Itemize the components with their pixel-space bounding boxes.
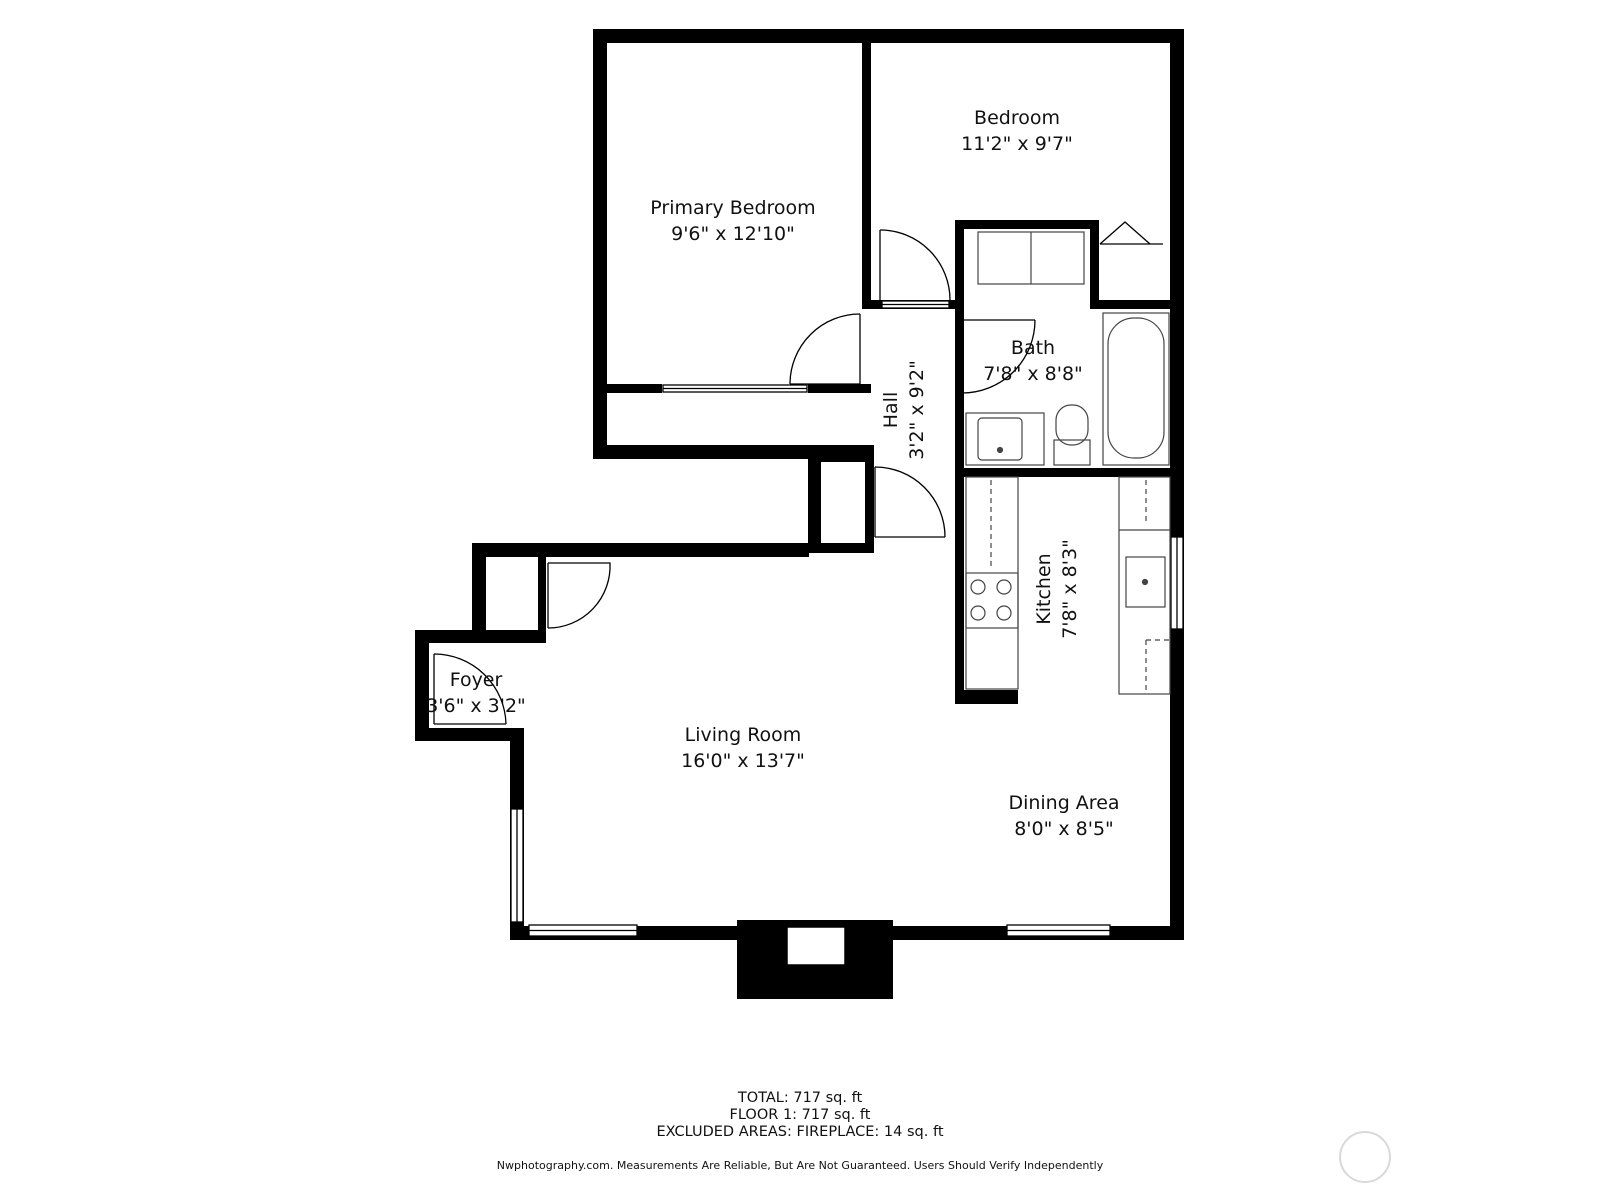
kitchen-sink xyxy=(1125,556,1166,608)
room-dims-hall: 3'2" x 9'2" xyxy=(906,360,928,460)
room-dims-living-room: 16'0" x 13'7" xyxy=(681,750,805,772)
floor1-area: FLOOR 1: 717 sq. ft xyxy=(729,1107,871,1123)
bath-sink xyxy=(977,417,1023,461)
room-dims-primary-bedroom: 9'6" x 12'10" xyxy=(671,223,795,245)
watermark-logo xyxy=(1339,1131,1391,1183)
toilet xyxy=(1055,404,1089,446)
room-name-kitchen: Kitchen xyxy=(1033,553,1055,624)
room-dims-kitchen: 7'8" x 8'3" xyxy=(1059,539,1081,639)
room-name-hall: Hall xyxy=(880,392,902,429)
room-name-bedroom: Bedroom xyxy=(974,107,1060,129)
doors xyxy=(433,221,1163,725)
bathtub xyxy=(1107,317,1165,459)
total-area: TOTAL: 717 sq. ft xyxy=(737,1090,863,1106)
stove xyxy=(965,572,1019,629)
room-dims-foyer: 3'6" x 3'2" xyxy=(426,695,526,717)
room-name-bath: Bath xyxy=(1011,337,1055,359)
disclaimer: Nwphotography.com. Measurements Are Reli… xyxy=(496,1159,1104,1172)
room-labels: Primary Bedroom 9'6" x 12'10" Bedroom 11… xyxy=(426,107,1119,840)
room-name-foyer: Foyer xyxy=(450,669,503,691)
room-dims-dining-area: 8'0" x 8'5" xyxy=(1014,818,1114,840)
area-totals: TOTAL: 717 sq. ft FLOOR 1: 717 sq. ft EX… xyxy=(0,1090,1600,1141)
room-name-primary-bedroom: Primary Bedroom xyxy=(650,197,815,219)
walls xyxy=(415,29,1184,999)
room-name-living-room: Living Room xyxy=(685,724,802,746)
windows xyxy=(510,300,1184,937)
fixtures xyxy=(965,231,1171,695)
fireplace-opening xyxy=(786,926,846,966)
room-dims-bath: 7'8" x 8'8" xyxy=(983,363,1083,385)
room-name-dining-area: Dining Area xyxy=(1008,792,1119,814)
room-dims-bedroom: 11'2" x 9'7" xyxy=(961,133,1073,155)
excluded-areas: EXCLUDED AREAS: FIREPLACE: 14 sq. ft xyxy=(656,1124,944,1140)
